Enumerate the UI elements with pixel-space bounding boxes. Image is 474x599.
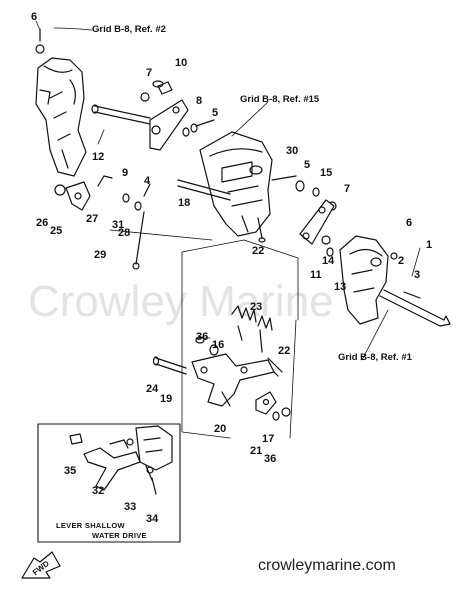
inset-shallow-water-drive bbox=[37, 423, 181, 543]
callout-13: 13 bbox=[334, 281, 346, 293]
callout-5b: 5 bbox=[304, 159, 310, 171]
washer-7-top bbox=[140, 92, 150, 102]
callout-14: 14 bbox=[322, 255, 335, 267]
bushing-5-right bbox=[295, 180, 305, 192]
upper-bracket-left bbox=[35, 57, 87, 177]
inset-caption-line2: WATER DRIVE bbox=[92, 531, 147, 540]
callout-20: 18 bbox=[178, 197, 190, 209]
pivot-shaft-12 bbox=[91, 104, 151, 125]
callout-6b: 6 bbox=[406, 217, 412, 229]
callout-22a: 22 bbox=[252, 245, 264, 257]
callout-31: 31 bbox=[112, 219, 124, 231]
springs-23 bbox=[231, 305, 273, 353]
callout-11: 11 bbox=[310, 269, 322, 281]
screw-22-center bbox=[257, 217, 263, 239]
spring-28 bbox=[134, 201, 142, 211]
callout-5a: 5 bbox=[212, 107, 218, 119]
ref-label-right: Grid B-8, Ref. #1 bbox=[338, 352, 413, 363]
callout-16: 16 bbox=[212, 339, 224, 351]
callout-6a: 6 bbox=[31, 11, 37, 23]
callout-27: 27 bbox=[86, 213, 98, 225]
washer-36-mid bbox=[195, 336, 205, 344]
callout-15: 15 bbox=[320, 167, 332, 179]
website-url[interactable]: crowleymarine.com bbox=[258, 557, 396, 574]
block-10 bbox=[157, 81, 173, 95]
callout-8: 8 bbox=[196, 95, 202, 107]
callout-7a: 7 bbox=[146, 67, 152, 79]
callout-30: 29 bbox=[94, 249, 106, 261]
callout-29: 30 bbox=[286, 145, 298, 157]
callout-12: 12 bbox=[92, 151, 104, 163]
callout-24: 24 bbox=[146, 383, 159, 395]
callout-10: 10 bbox=[175, 57, 187, 69]
part-number-callouts: 6 10 7 8 5 12 9 4 18 30 5 15 7 6 1 2 3 1… bbox=[31, 11, 432, 525]
lever-18 bbox=[191, 353, 275, 407]
ref-label-middle: Grid B-8, Ref. #15 bbox=[240, 94, 320, 105]
center-bracket bbox=[199, 131, 273, 237]
callout-25: 25 bbox=[50, 225, 62, 237]
lever-25-26 bbox=[54, 181, 91, 211]
callout-35: 35 bbox=[64, 465, 76, 477]
bushing-13 bbox=[326, 247, 334, 257]
link-plate-9 bbox=[149, 99, 189, 151]
link-plate-11 bbox=[299, 199, 335, 245]
callout-18: 20 bbox=[214, 423, 226, 435]
callout-32: 32 bbox=[92, 485, 104, 497]
callout-21: 22 bbox=[278, 345, 290, 357]
washer-31 bbox=[122, 193, 130, 203]
inset-caption-line1: LEVER SHALLOW bbox=[56, 521, 126, 530]
bolt-20 bbox=[177, 179, 231, 201]
bushing-8-5 bbox=[182, 119, 215, 137]
ref-label-top-left: Grid B-8, Ref. #2 bbox=[92, 24, 166, 35]
rod-30 bbox=[132, 211, 145, 270]
callout-19: 19 bbox=[160, 393, 172, 405]
nut-6-top bbox=[35, 44, 45, 54]
callout-36a: 36 bbox=[196, 331, 208, 343]
callout-36b: 36 bbox=[264, 453, 276, 465]
callout-3: 3 bbox=[414, 269, 420, 281]
callout-2: 2 bbox=[398, 255, 404, 267]
screw-22-lower bbox=[272, 411, 280, 421]
callout-23: 23 bbox=[250, 301, 262, 313]
nut-6-right bbox=[390, 252, 398, 260]
fwd-arrow bbox=[21, 551, 61, 579]
callout-1: 1 bbox=[426, 239, 432, 251]
watermark-text: Crowley Marine bbox=[28, 277, 334, 326]
callout-4: 4 bbox=[144, 175, 151, 187]
upper-bracket-right bbox=[339, 235, 389, 325]
washer-14 bbox=[321, 235, 331, 245]
washer-36-lower bbox=[281, 407, 291, 417]
bushing-16 bbox=[209, 344, 219, 356]
pin-27 bbox=[97, 175, 113, 187]
callout-9: 9 bbox=[122, 167, 128, 179]
bolt-19 bbox=[155, 357, 187, 375]
callout-7b: 7 bbox=[344, 183, 350, 195]
callout-22b: 21 bbox=[250, 445, 262, 457]
callout-17: 17 bbox=[262, 433, 274, 445]
lever-shaft-1 bbox=[379, 289, 451, 327]
bolt-29 bbox=[271, 175, 297, 181]
callout-34: 34 bbox=[146, 513, 159, 525]
callout-28: 28 bbox=[118, 227, 130, 239]
callout-33: 33 bbox=[124, 501, 136, 513]
callout-26: 26 bbox=[36, 217, 48, 229]
plate-17 bbox=[255, 391, 277, 415]
